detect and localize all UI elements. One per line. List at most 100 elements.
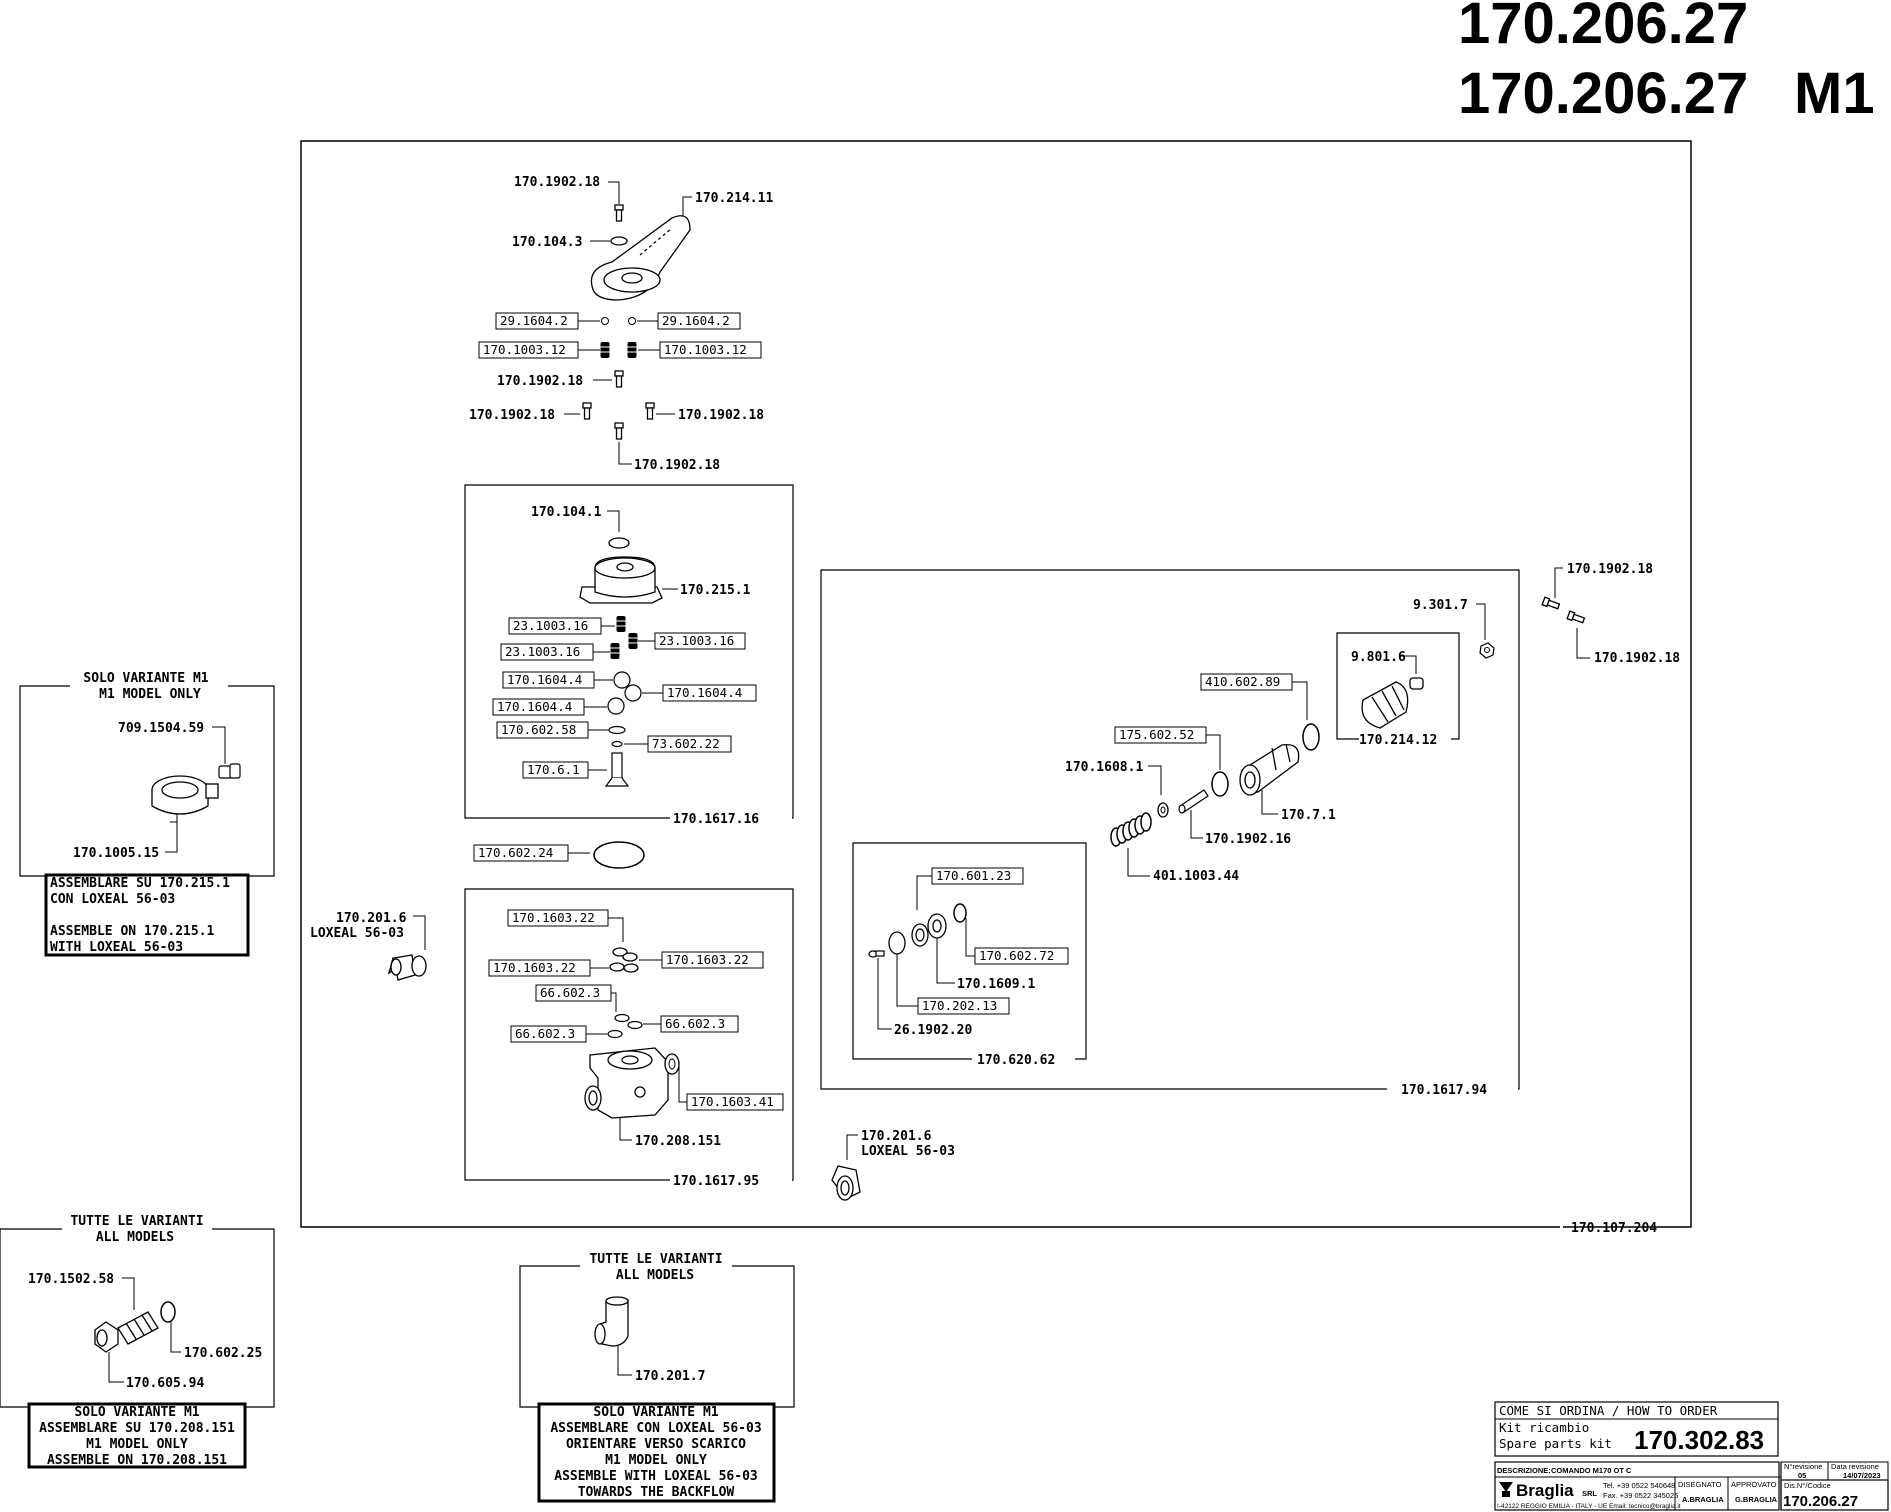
label-170-1609-1: 170.1609.1 (957, 977, 1035, 992)
all2-note-4: M1 MODEL ONLY (605, 1453, 707, 1468)
m1-note-5: WITH LOXEAL 56-03 (50, 940, 183, 955)
stem-170-6-1 (604, 752, 630, 787)
drawn-label: DISEGNATO (1678, 1480, 1722, 1489)
all2-note-5: ASSEMBLE WITH LOXEAL 56-03 (554, 1469, 758, 1484)
label-170-201-7: 170.201.7 (635, 1369, 705, 1384)
all2-note-1: SOLO VARIANTE M1 (593, 1405, 718, 1420)
lever-handle (590, 215, 691, 301)
label-170-1902-18-d: 170.1902.18 (678, 408, 764, 423)
label-170-201-6-bottom: 170.201.6 (861, 1129, 932, 1144)
boxlabel-410-602-89: 410.602.89 (1205, 674, 1280, 689)
boxlabel-170-1003-12-left: 170.1003.12 (483, 342, 566, 357)
code-label: Dis.N°/Codice (1784, 1481, 1831, 1490)
boxlabel-170-6-1: 170.6.1 (527, 762, 580, 777)
spring-401-1003-44 (1110, 812, 1152, 847)
group-170-214-12-frame (1336, 632, 1460, 740)
group-170-1617-94-frame (820, 569, 1520, 1090)
label-170-1902-18: 170.1902.18 (514, 175, 600, 190)
boxlabel-170-602-72: 170.602.72 (979, 948, 1054, 963)
all2-title-en: ALL MODELS (616, 1268, 694, 1283)
brand-fax: Fax. +39 0522 345025 (1603, 1491, 1678, 1500)
boxlabel-66-602-3-c: 66.602.3 (515, 1026, 575, 1041)
pin-170-1902-16 (1178, 789, 1209, 814)
elbow-170-201-6-bottom (831, 1165, 861, 1201)
label-170-620-62: 170.620.62 (977, 1053, 1055, 1068)
label-170-1902-18-c: 170.1902.18 (469, 408, 555, 423)
label-170-1902-18-b: 170.1902.18 (497, 374, 583, 389)
boxlabel-175-602-52: 175.602.52 (1119, 727, 1194, 742)
label-170-602-25: 170.602.25 (184, 1346, 262, 1361)
kit-code: 170.302.83 (1634, 1425, 1764, 1455)
all2-note-6: TOWARDS THE BACKFLOW (578, 1485, 735, 1500)
group-170-620-62-frame (852, 842, 1087, 1060)
main-frame (300, 140, 1692, 1228)
boxlabel-66-602-3-b: 66.602.3 (665, 1016, 725, 1031)
all1-title-it: TUTTE LE VARIANTI (70, 1214, 203, 1229)
boxlabel-170-602-24: 170.602.24 (478, 845, 553, 860)
label-loxeal-bottom: LOXEAL 56-03 (861, 1144, 955, 1159)
all2-note-2: ASSEMBLARE CON LOXEAL 56-03 (550, 1421, 761, 1436)
label-170-605-94: 170.605.94 (126, 1376, 204, 1391)
date-value: 14/07/2023 (1843, 1471, 1881, 1480)
boxlabel-170-1603-22-b: 170.1603.22 (666, 952, 749, 967)
boxlabel-66-602-3-a: 66.602.3 (540, 985, 600, 1000)
label-170-7-1: 170.7.1 (1281, 808, 1336, 823)
kit-label-it: Kit ricambio (1499, 1420, 1589, 1435)
boxlabel-170-1604-4-a: 170.1604.4 (507, 672, 582, 687)
boxlabel-29-1604-2-left: 29.1604.2 (500, 313, 568, 328)
title-block (1494, 1461, 1889, 1511)
cylinder-170-7-1 (1239, 743, 1300, 796)
boxlabel-73-602-22: 73.602.22 (652, 736, 720, 751)
all1-note-2: ASSEMBLARE SU 170.208.151 (39, 1421, 235, 1436)
m1-note-box (44, 873, 250, 957)
oring-175-602-52 (1211, 771, 1229, 797)
boxlabel-170-1603-41: 170.1603.41 (691, 1094, 774, 1109)
group-170-1617-95-frame (464, 888, 794, 1181)
label-170-1005-15: 170.1005.15 (73, 846, 159, 861)
label-170-1902-18-r2: 170.1902.18 (1594, 651, 1680, 666)
m1-note-1: ASSEMBLARE SU 170.215.1 (50, 876, 230, 891)
brand-suffix: SRL (1582, 1489, 1597, 1498)
screw-26-1902-20 (868, 950, 885, 958)
m1-title-en: M1 MODEL ONLY (99, 687, 201, 702)
boxlabel-170-1604-4-c: 170.1604.4 (497, 699, 572, 714)
all2-note-3: ORIENTARE VERSO SCARICO (566, 1437, 746, 1452)
fitting-709-1504-59 (218, 763, 241, 779)
all2-title-it: TUTTE LE VARIANTI (589, 1252, 722, 1267)
all-models-mid-frame (519, 1265, 795, 1408)
m1-title-it: SOLO VARIANTE M1 (83, 671, 208, 686)
boxlabel-170-1003-12-right: 170.1003.12 (664, 342, 747, 357)
oring-170-602-24 (593, 841, 645, 869)
boxlabel-170-1604-4-b: 170.1604.4 (667, 685, 742, 700)
all2-note-box (537, 1402, 776, 1503)
valve-body-170-208-151 (584, 1047, 669, 1119)
label-170-1902-16: 170.1902.16 (1205, 832, 1291, 847)
boxlabel-170-601-23: 170.601.23 (936, 868, 1011, 883)
date-label: Data revisione (1831, 1462, 1879, 1471)
body-170-1005-15 (151, 775, 219, 815)
label-170-107-204: 170.107.204 (1571, 1221, 1657, 1236)
elbow-170-201-7 (594, 1296, 629, 1347)
label-170-214-11: 170.214.11 (695, 191, 773, 206)
oring-410-602-89 (1302, 723, 1320, 751)
desc-value: COMANDO M170 OT C (1551, 1466, 1632, 1475)
label-loxeal-left: LOXEAL 56-03 (310, 926, 404, 941)
order-heading: COME SI ORDINA / HOW TO ORDER (1499, 1403, 1718, 1418)
valve-body-170-215-1 (579, 556, 663, 604)
boxlabel-23-1003-16-a: 23.1003.16 (513, 618, 588, 633)
label-170-214-12: 170.214.12 (1359, 733, 1437, 748)
brand-tel: Tel. +39 0522 540648 (1603, 1481, 1675, 1490)
kit-label-en: Spare parts kit (1499, 1436, 1612, 1451)
label-9-801-6: 9.801.6 (1351, 650, 1406, 665)
knob-9-801-6 (1361, 677, 1424, 729)
boxlabel-170-202-13: 170.202.13 (922, 998, 997, 1013)
label-170-1617-94: 170.1617.94 (1401, 1083, 1487, 1098)
group-170-1617-16-frame (464, 484, 794, 819)
desc-label: DESCRIZIONE: (1497, 1466, 1551, 1475)
header-code-1: 170.206.27 (1458, 0, 1748, 56)
label-170-1902-18-e: 170.1902.18 (634, 458, 720, 473)
elbow-170-201-6-left (387, 954, 427, 981)
braglia-logo-icon (1499, 1482, 1513, 1497)
order-box: COME SI ORDINA / HOW TO ORDER Kit ricamb… (1494, 1401, 1779, 1457)
